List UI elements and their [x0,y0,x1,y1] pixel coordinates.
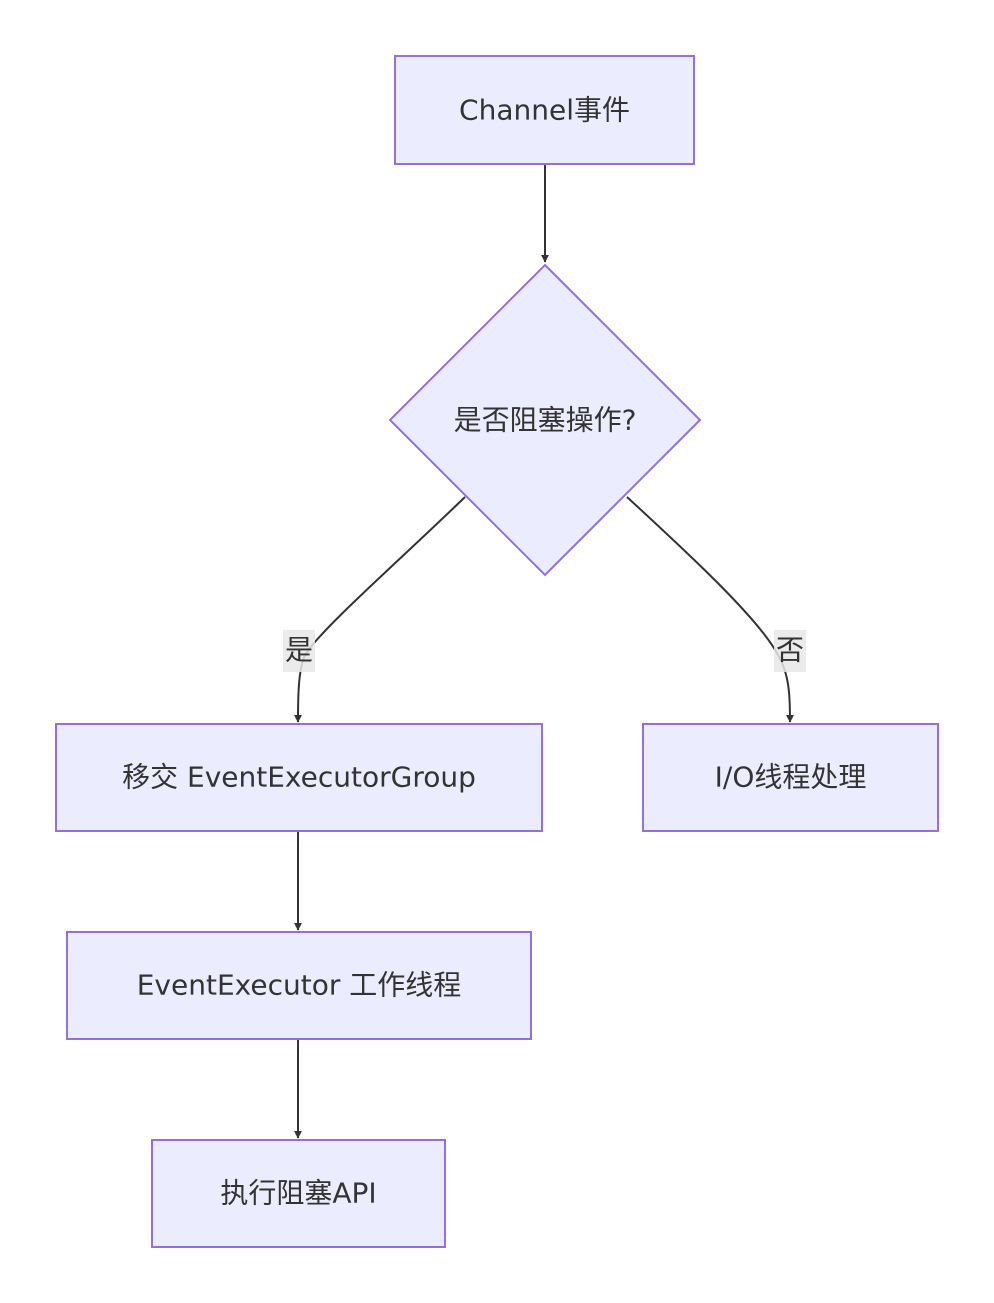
node-execute-blocking-text: 执行阻塞API [220,1177,376,1210]
node-hand-off: 移交 EventExecutorGroup [55,723,543,832]
node-decision-text: 是否阻塞操作? [454,404,637,437]
edge-decision-to-handoff-yes [294,496,466,723]
node-worker-thread: EventExecutor 工作线程 [66,931,532,1040]
node-io-thread-text: I/O线程处理 [715,761,867,794]
edge-decision-to-io-no [626,496,794,723]
node-hand-off-text: 移交 EventExecutorGroup [122,761,476,794]
edge-label-no-text: 否 [776,634,804,667]
node-io-thread: I/O线程处理 [642,723,939,832]
edge-label-yes: 是 [283,630,315,672]
node-execute-blocking: 执行阻塞API [151,1139,446,1248]
node-channel-event-text: Channel事件 [459,94,630,127]
node-channel-event: Channel事件 [394,55,695,165]
node-decision: 是否阻塞操作? [388,263,702,577]
edge-label-no: 否 [774,630,806,672]
edge-label-yes-text: 是 [285,634,313,667]
node-worker-thread-text: EventExecutor 工作线程 [137,969,462,1002]
